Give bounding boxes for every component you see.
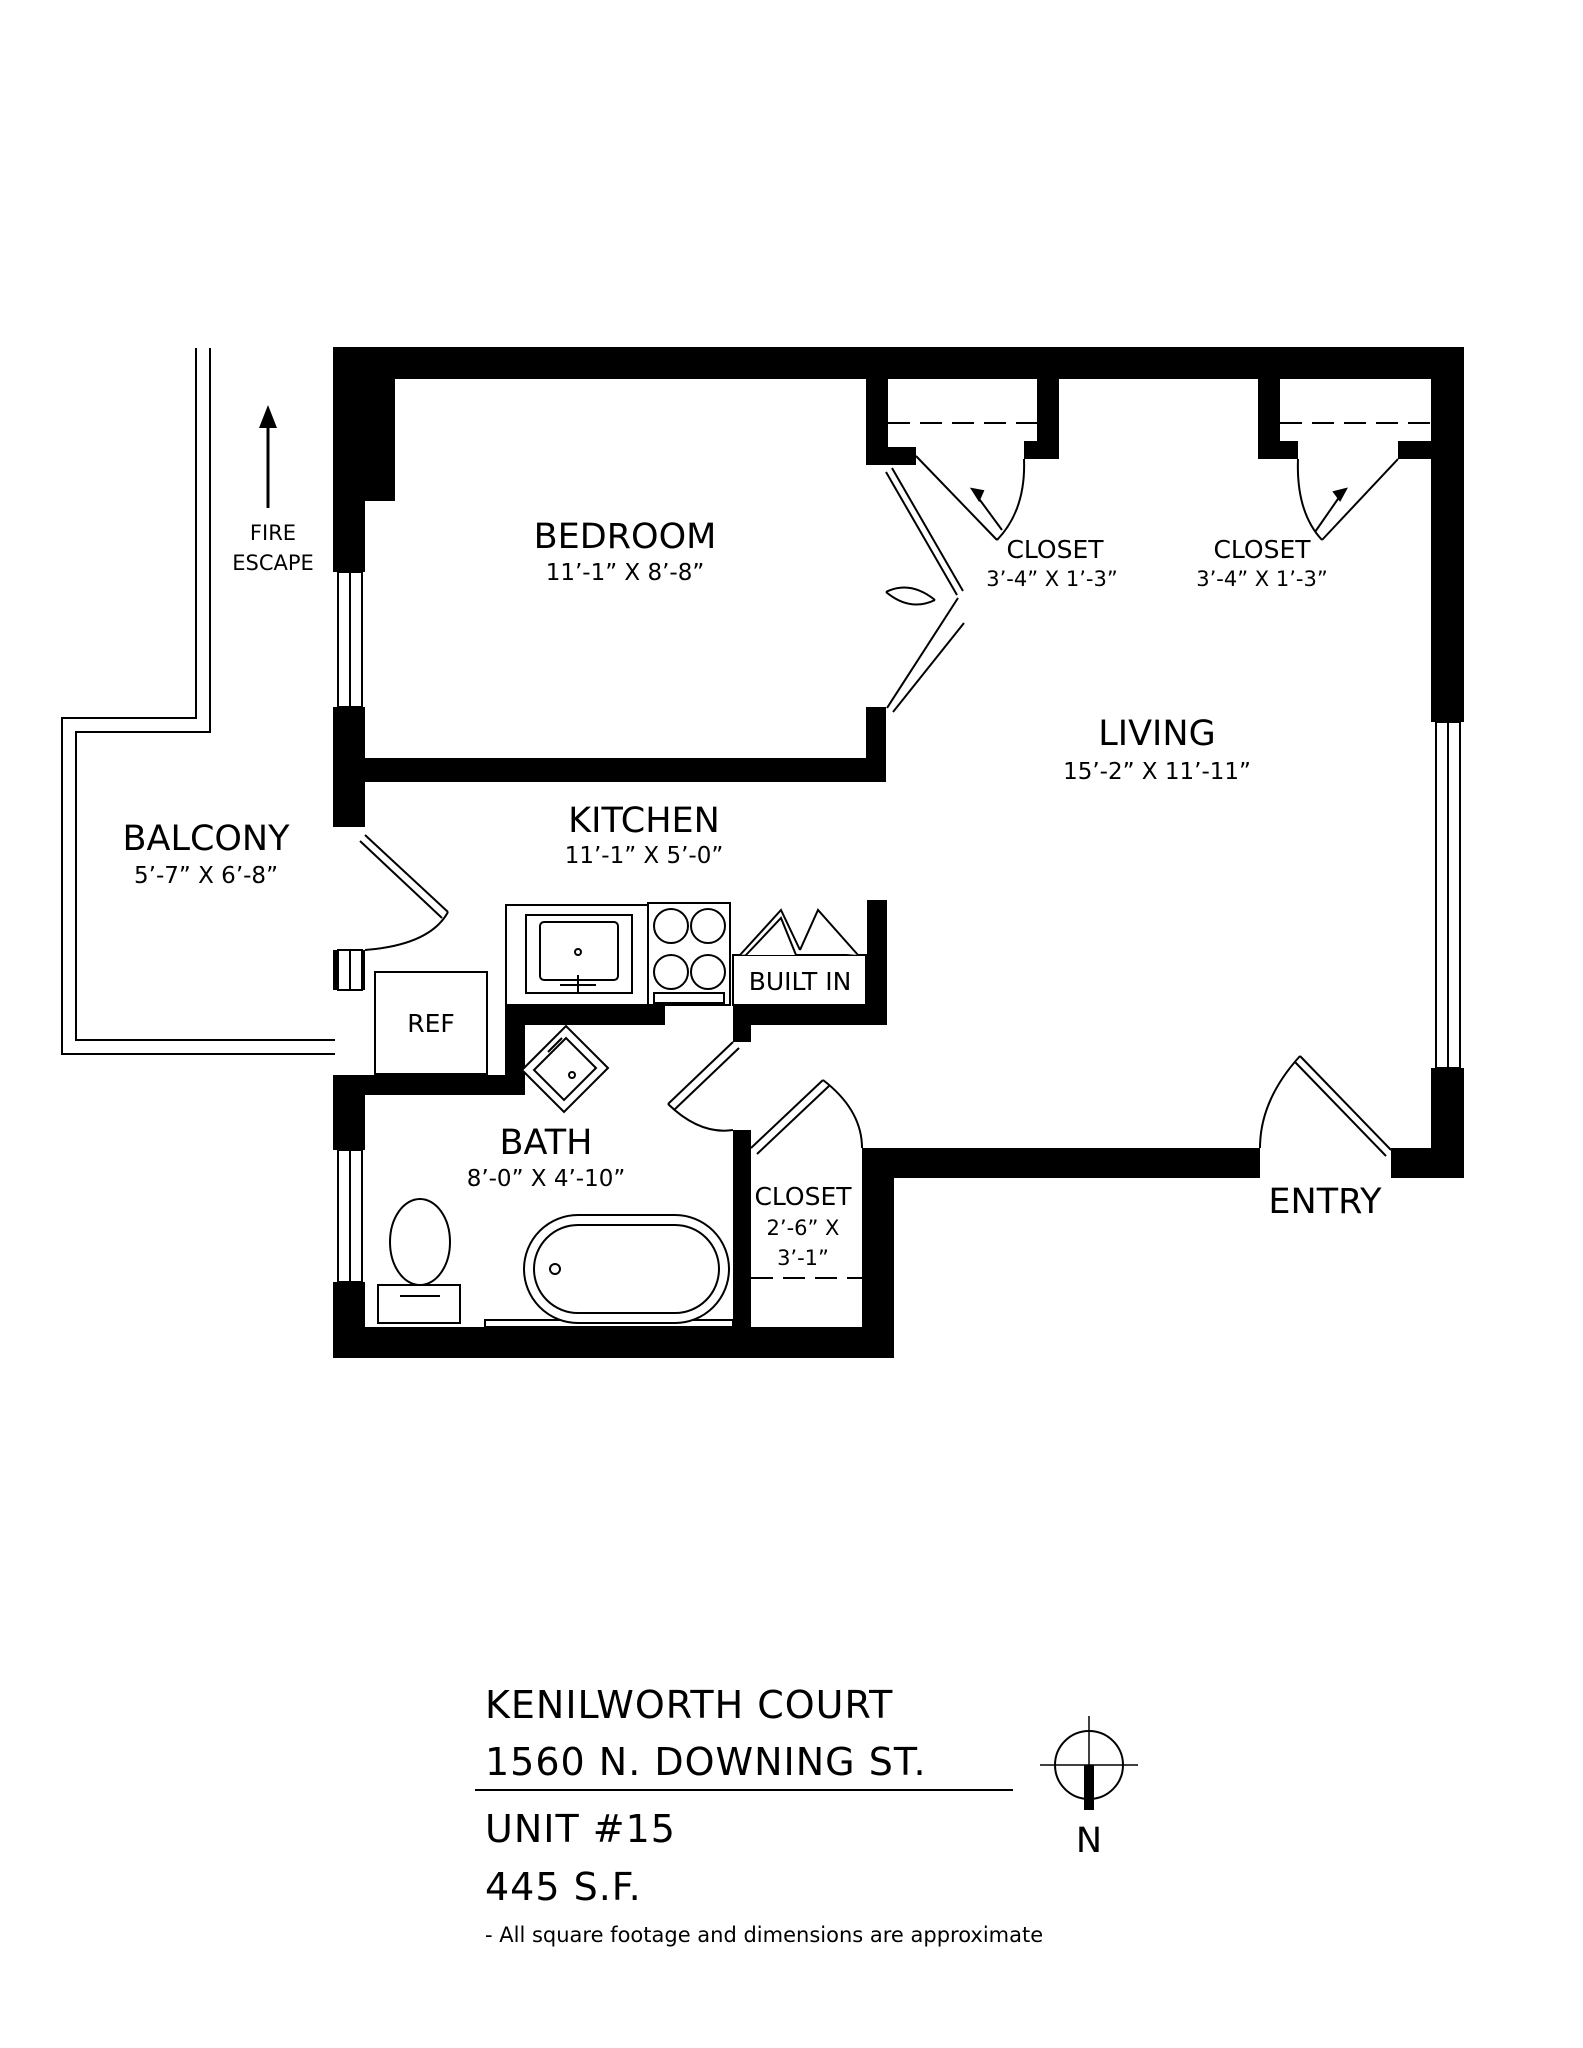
fire-escape-label: FIRE [250, 521, 296, 545]
svg-text:3’-1”: 3’-1” [777, 1246, 829, 1270]
svg-text:CLOSET: CLOSET [754, 1182, 852, 1211]
ref-label: REF [407, 1009, 455, 1038]
svg-text:LIVING: LIVING [1098, 714, 1215, 754]
room-bedroom: BEDROOM 11’-1” X 8’-8” [534, 517, 717, 586]
svg-text:8’-0” X 4’-10”: 8’-0” X 4’-10” [467, 1166, 626, 1192]
interior-walls [365, 379, 1431, 1095]
svg-text:5’-7” X 6’-8”: 5’-7” X 6’-8” [134, 863, 278, 889]
windows [337, 571, 1461, 1283]
compass-north-label: N [1076, 1821, 1102, 1861]
disclaimer-note: - All square footage and dimensions are … [485, 1923, 1043, 1947]
fire-escape-label-2: ESCAPE [232, 551, 314, 575]
bathtub-icon [484, 1214, 734, 1328]
bath-sink [520, 1024, 610, 1114]
svg-text:3’-4” X 1’-3”: 3’-4” X 1’-3” [986, 567, 1117, 591]
closet-shelves [751, 422, 1431, 1279]
stove-icon [647, 902, 731, 1006]
kitchen-sink [505, 904, 649, 1006]
svg-text:CLOSET: CLOSET [1006, 535, 1104, 564]
address: 1560 N. DOWNING ST. [485, 1740, 927, 1784]
built-in-cabinet [732, 908, 867, 1006]
svg-text:11’-1” X 8’-8”: 11’-1” X 8’-8” [546, 560, 705, 586]
refrigerator [374, 971, 488, 1075]
room-balcony: BALCONY 5’-7” X 6’-8” [122, 819, 290, 889]
room-bath: BATH 8’-0” X 4’-10” [467, 1123, 626, 1192]
svg-text:3’-4” X 1’-3”: 3’-4” X 1’-3” [1196, 567, 1327, 591]
square-footage: 445 S.F. [485, 1865, 642, 1909]
svg-text:2’-6” X: 2’-6” X [767, 1216, 840, 1240]
svg-text:11’-1” X 5’-0”: 11’-1” X 5’-0” [565, 843, 724, 869]
room-kitchen: KITCHEN 11’-1” X 5’-0” [565, 801, 724, 869]
fire-escape-arrow [259, 405, 277, 508]
room-closet-1: CLOSET 3’-4” X 1’-3” [986, 535, 1117, 591]
unit-number: UNIT #15 [485, 1807, 676, 1851]
room-closet-2: CLOSET 3’-4” X 1’-3” [1196, 535, 1327, 591]
built-in-label: BUILT IN [749, 967, 852, 996]
exterior-walls [333, 347, 1464, 1358]
svg-text:BALCONY: BALCONY [122, 819, 290, 859]
doors [359, 455, 1399, 1157]
room-closet-3: CLOSET 2’-6” X 3’-1” [754, 1182, 852, 1270]
toilet-icon [377, 1198, 461, 1324]
svg-text:KITCHEN: KITCHEN [568, 801, 720, 841]
room-living: LIVING 15’-2” X 11’-11” [1063, 714, 1251, 785]
balcony-outline [61, 348, 335, 1055]
property-info: KENILWORTH COURT 1560 N. DOWNING ST. UNI… [475, 1683, 1043, 1947]
svg-text:BATH: BATH [500, 1123, 593, 1163]
north-compass-icon: N [1040, 1716, 1138, 1861]
svg-text:CLOSET: CLOSET [1213, 535, 1311, 564]
svg-text:BEDROOM: BEDROOM [534, 517, 717, 557]
svg-text:15’-2” X 11’-11”: 15’-2” X 11’-11” [1063, 759, 1251, 785]
building-name: KENILWORTH COURT [485, 1683, 893, 1727]
entry-label: ENTRY [1268, 1182, 1382, 1222]
